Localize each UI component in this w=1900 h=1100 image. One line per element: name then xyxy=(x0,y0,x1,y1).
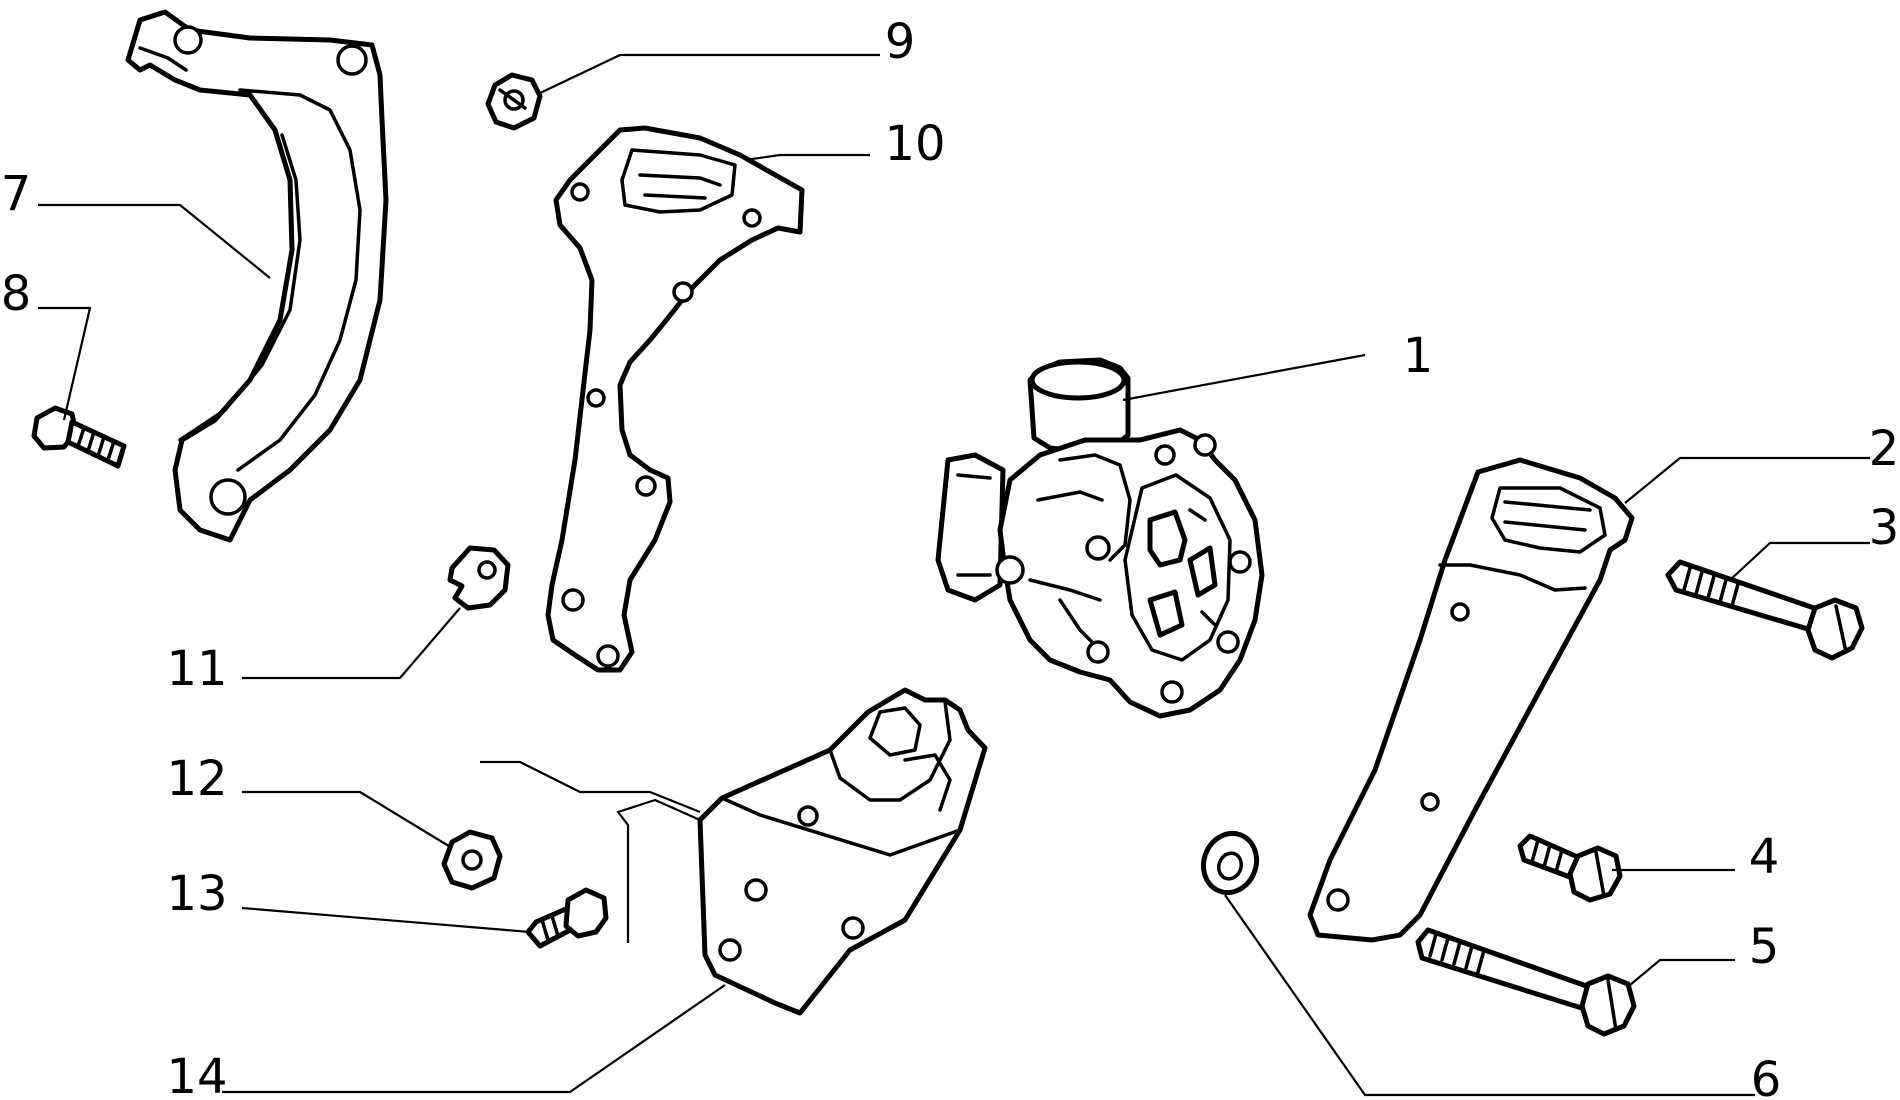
leader-13 xyxy=(241,906,531,934)
part-12-hex-nut xyxy=(441,829,503,891)
callout-7: 7 xyxy=(1,166,32,222)
part-3-long-bolt xyxy=(1665,559,1865,661)
leader-9 xyxy=(537,53,880,95)
part-5-long-bolt xyxy=(1415,927,1637,1037)
leader-8 xyxy=(38,306,92,421)
callout-5: 5 xyxy=(1749,919,1780,975)
callout-10: 10 xyxy=(884,116,945,172)
part-7-curved-bracket xyxy=(125,9,389,543)
callout-9: 9 xyxy=(885,14,916,70)
callout-6: 6 xyxy=(1751,1052,1782,1100)
callout-13: 13 xyxy=(166,866,227,922)
callout-numbers: 1 2 3 4 5 6 7 8 9 10 11 12 13 14 xyxy=(1,14,1900,1100)
callout-8: 8 xyxy=(1,266,32,322)
part-1-pump xyxy=(935,357,1265,719)
leader-10 xyxy=(744,153,870,162)
leader-bracket-indicator xyxy=(480,760,701,943)
part-14-mounting-bracket xyxy=(697,687,988,1016)
callout-11: 11 xyxy=(166,641,227,697)
callout-4: 4 xyxy=(1749,829,1780,885)
callout-1: 1 xyxy=(1403,328,1434,384)
leader-11 xyxy=(242,607,461,680)
leader-3 xyxy=(1729,541,1870,581)
callout-12: 12 xyxy=(166,751,227,807)
leader-5 xyxy=(1629,958,1735,986)
part-10-plate-bracket xyxy=(545,125,805,673)
leader-1 xyxy=(1122,353,1366,402)
part-2-arm-bracket xyxy=(1307,457,1635,943)
callout-14: 14 xyxy=(166,1049,227,1100)
part-11-clip xyxy=(447,545,511,611)
callout-2: 2 xyxy=(1869,421,1900,477)
part-6-washer xyxy=(1201,830,1259,896)
part-4-short-bolt xyxy=(1517,833,1623,903)
leader-2 xyxy=(1624,456,1870,504)
leader-14 xyxy=(222,984,726,1094)
leader-6 xyxy=(1224,894,1755,1097)
leader-lines xyxy=(38,53,1870,1097)
part-9-hex-nut xyxy=(485,72,543,131)
leader-7 xyxy=(38,203,271,279)
callout-3: 3 xyxy=(1869,500,1900,556)
part-13-short-bolt xyxy=(525,887,609,949)
leader-12 xyxy=(242,790,453,849)
part-8-bolt xyxy=(31,405,127,469)
